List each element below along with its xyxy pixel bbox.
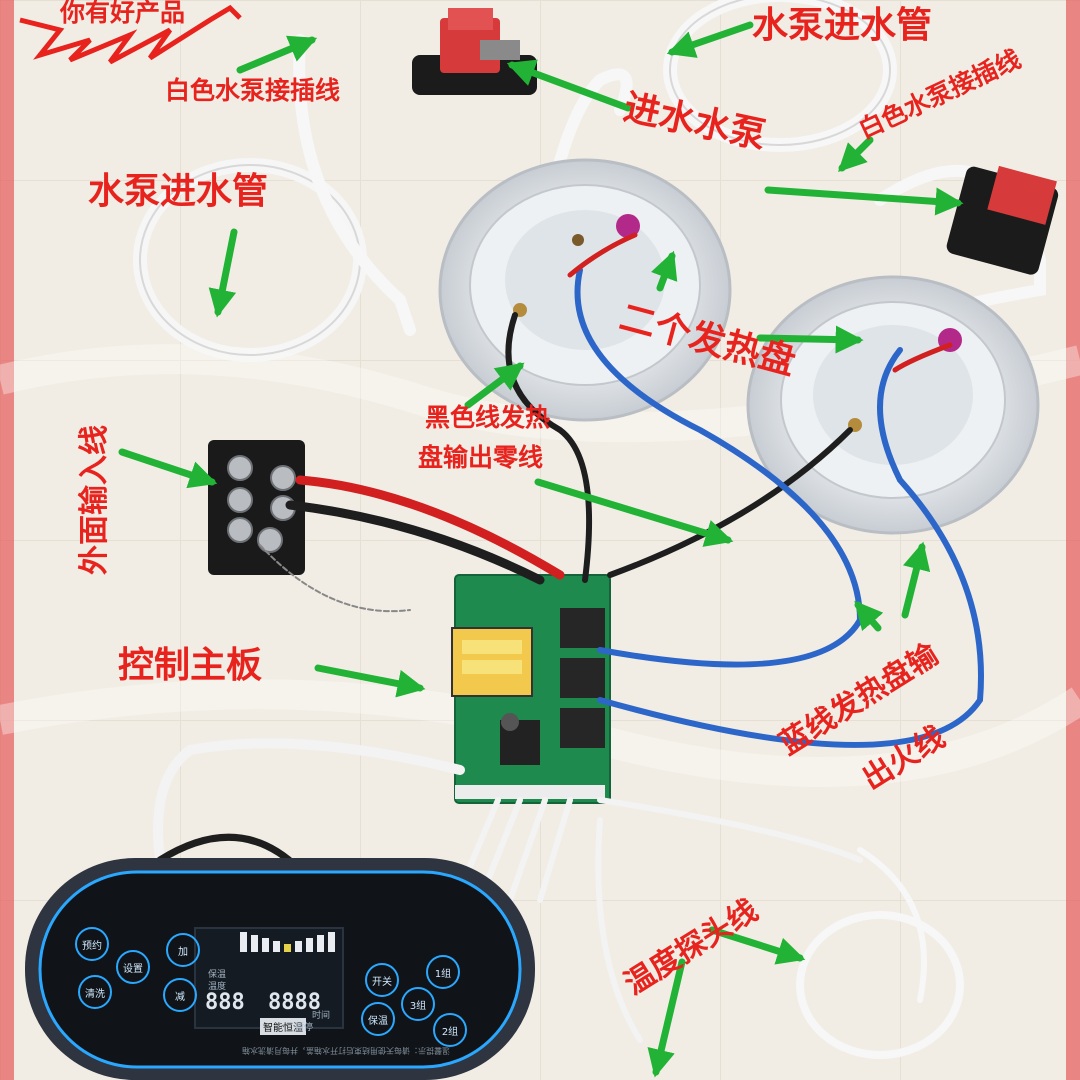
panel-button-7[interactable]: 3组 <box>401 987 435 1021</box>
level-bar <box>262 938 269 952</box>
water-pump-right <box>946 165 1059 275</box>
level-bar <box>240 932 247 952</box>
level-bar <box>306 938 313 952</box>
level-bar <box>251 935 258 952</box>
panel-button-1[interactable]: 设置 <box>116 950 150 984</box>
panel-button-5[interactable]: 开关 <box>365 963 399 997</box>
label-pump-inlet-pipe-top: 水泵进水管 <box>752 5 933 46</box>
display-tag-0: 保温 <box>208 970 227 980</box>
display-tag-2: 暂停 <box>295 1023 314 1033</box>
panel-button-6[interactable]: 1组 <box>426 955 460 989</box>
panel-button-4[interactable]: 减 <box>163 978 197 1012</box>
display-badge: 智能恒温 <box>260 1018 306 1035</box>
display-tag-1: 温度 <box>208 982 227 992</box>
level-bar <box>295 941 302 952</box>
water-pump-top <box>412 8 537 95</box>
panel-button-0[interactable]: 预约 <box>75 927 109 961</box>
level-bar <box>317 935 324 952</box>
level-bar <box>273 941 280 952</box>
label-partial-top: 你有好产品 <box>60 0 186 27</box>
annotation-arrows <box>118 21 964 1078</box>
control-board <box>451 574 611 804</box>
label-pump-inlet-pipe-left: 水泵进水管 <box>88 171 269 212</box>
panel-button-2[interactable]: 加 <box>166 933 200 967</box>
red-scribble <box>19 4 242 65</box>
level-bar <box>284 944 291 952</box>
display-right-digits: 8888 <box>268 990 321 1015</box>
level-bar <box>328 932 335 952</box>
label-white-pump-plug-left: 白色水泵接插线 <box>165 76 341 105</box>
heating-plate-left <box>438 158 732 422</box>
panel-button-9[interactable]: 2组 <box>433 1013 467 1047</box>
label-black-wire-line1: 黑色线发热 <box>425 403 551 432</box>
panel-button-3[interactable]: 清洗 <box>78 975 112 1009</box>
display-left-digits: 888 <box>205 990 245 1015</box>
wires <box>153 232 984 1043</box>
display-tag-3: 时间 <box>312 1011 331 1021</box>
control-panel <box>25 858 535 1080</box>
label-control-board: 控制主板 <box>118 645 263 686</box>
panel-footer-text: 温馨提示：请每天使用结束后打开水箱盖，并每月清洗水箱 <box>242 1046 450 1055</box>
label-external-input: 外面输入线 <box>77 425 112 575</box>
panel-button-8[interactable]: 保温 <box>361 1002 395 1036</box>
label-black-wire-line2: 盘输出零线 <box>418 443 544 472</box>
terminal-block <box>208 440 305 575</box>
